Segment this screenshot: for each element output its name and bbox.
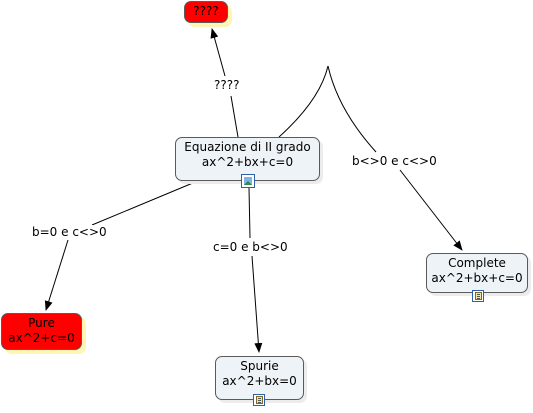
image-resource-icon[interactable] bbox=[241, 174, 255, 188]
link-complete-label-to-complete bbox=[399, 169, 463, 251]
link-equazione-to-unknown-label bbox=[230, 95, 239, 138]
node-pure-title: Pure bbox=[28, 316, 55, 330]
node-unknown-text: ???? bbox=[193, 4, 219, 18]
concept-node-spurie[interactable]: Spurie ax^2+bx=0 bbox=[215, 356, 304, 400]
link-label-pure[interactable]: b=0 e c<>0 bbox=[32, 225, 107, 239]
link-equazione-to-junction bbox=[278, 65, 329, 138]
node-pure-formula: ax^2+c=0 bbox=[8, 331, 75, 345]
node-spurie-formula: ax^2+bx=0 bbox=[222, 374, 297, 388]
link-label-complete[interactable]: b<>0 e c<>0 bbox=[352, 154, 437, 168]
link-pure-label-to-pure bbox=[44, 239, 69, 311]
concept-node-pure[interactable]: Pure ax^2+c=0 bbox=[1, 313, 82, 350]
link-spurie-label-to-spurie bbox=[251, 255, 263, 353]
concept-node-unknown[interactable]: ???? bbox=[184, 1, 228, 23]
node-complete-formula: ax^2+bx+c=0 bbox=[431, 271, 523, 285]
link-label-spurie[interactable]: c=0 e b<>0 bbox=[213, 240, 288, 254]
link-label-unknown[interactable]: ???? bbox=[214, 78, 240, 92]
node-equazione-formula: ax^2+bx+c=0 bbox=[201, 155, 294, 169]
document-resource-icon[interactable] bbox=[253, 394, 265, 406]
concept-node-equazione[interactable]: Equazione di II grado ax^2+bx+c=0 bbox=[175, 137, 320, 181]
link-unknown-label-to-top-node bbox=[210, 28, 226, 77]
node-complete-title: Complete bbox=[448, 256, 506, 270]
link-equazione-to-pure-label bbox=[91, 179, 201, 226]
concept-node-complete[interactable]: Complete ax^2+bx+c=0 bbox=[426, 253, 528, 293]
document-resource-icon[interactable] bbox=[472, 290, 484, 302]
node-equazione-title: Equazione di II grado bbox=[184, 140, 311, 154]
link-junction-to-complete-label bbox=[327, 65, 377, 153]
link-equazione-to-spurie-label bbox=[248, 187, 251, 239]
node-spurie-title: Spurie bbox=[240, 359, 279, 373]
